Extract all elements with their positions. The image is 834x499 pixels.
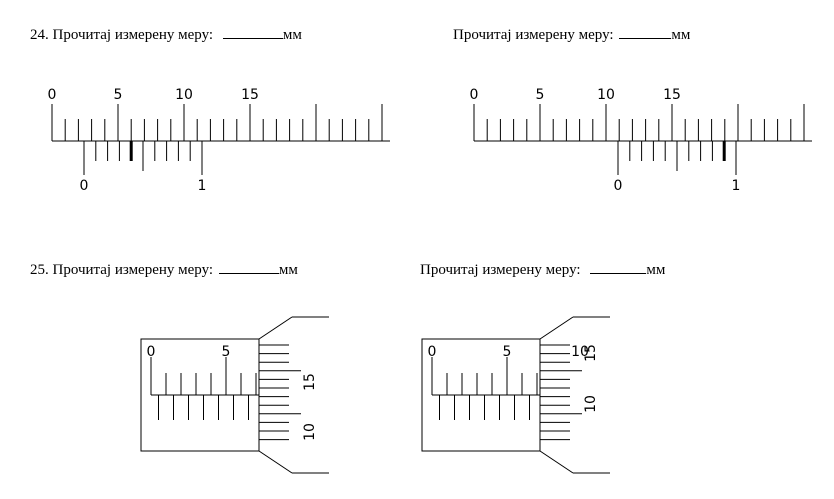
question-prompt: Прочитај измерену меру:	[52, 262, 214, 278]
thimble-label: 10	[302, 423, 318, 441]
main-scale-label: 10	[597, 87, 615, 103]
unit-label: мм	[282, 27, 302, 43]
thimble-edge	[539, 450, 574, 474]
main-scale-label: 0	[470, 87, 479, 103]
answer-blank[interactable]	[590, 261, 647, 274]
thimble-edge	[539, 316, 574, 340]
main-scale-label: 15	[663, 87, 681, 103]
main-scale-label: 10	[175, 87, 193, 103]
unit-label: мм	[278, 262, 298, 278]
question-24b: Прочитај измерену меру: мм	[453, 26, 690, 44]
question-25b: Прочитај измерену меру: мм	[420, 261, 665, 279]
sleeve-label: 10	[571, 344, 589, 360]
sleeve-label: 0	[428, 344, 437, 360]
unit-label: мм	[646, 262, 666, 278]
vernier-label: 0	[614, 178, 623, 194]
caliper-figure-1: 0 5 10 15 0 1	[48, 87, 390, 194]
vernier-label: 1	[198, 178, 207, 194]
question-prompt: Прочитај измерену меру:	[453, 27, 614, 43]
question-25: 25. Прочитај измерену меру: мм	[30, 261, 298, 279]
sleeve-label: 5	[222, 344, 231, 360]
answer-blank[interactable]	[619, 26, 672, 39]
answer-blank[interactable]	[222, 26, 283, 39]
thimble-label: 15	[583, 344, 599, 362]
vernier-label: 1	[732, 178, 741, 194]
question-number: 25.	[30, 262, 49, 278]
sleeve-label: 5	[503, 344, 512, 360]
question-prompt: Прочитај измерену меру:	[52, 27, 214, 43]
main-scale-label: 5	[536, 87, 545, 103]
thimble-label: 10	[583, 395, 599, 413]
vernier-label: 0	[80, 178, 89, 194]
main-scale-label: 15	[241, 87, 259, 103]
thimble-edge	[258, 450, 293, 474]
unit-label: мм	[671, 27, 691, 43]
answer-blank[interactable]	[218, 261, 279, 274]
main-scale-label: 5	[114, 87, 123, 103]
question-prompt: Прочитај измерену меру:	[420, 262, 581, 278]
micrometer-figure-1: 0 5 15 10	[140, 316, 329, 474]
main-scale-label: 0	[48, 87, 57, 103]
thimble-edge	[258, 316, 293, 340]
question-number: 24.	[30, 27, 49, 43]
sleeve-label: 0	[147, 344, 156, 360]
caliper-figure-2: 0 5 10 15 0 1	[470, 87, 812, 194]
question-24: 24. Прочитај измерену меру: мм	[30, 26, 302, 44]
thimble-label: 15	[302, 373, 318, 391]
